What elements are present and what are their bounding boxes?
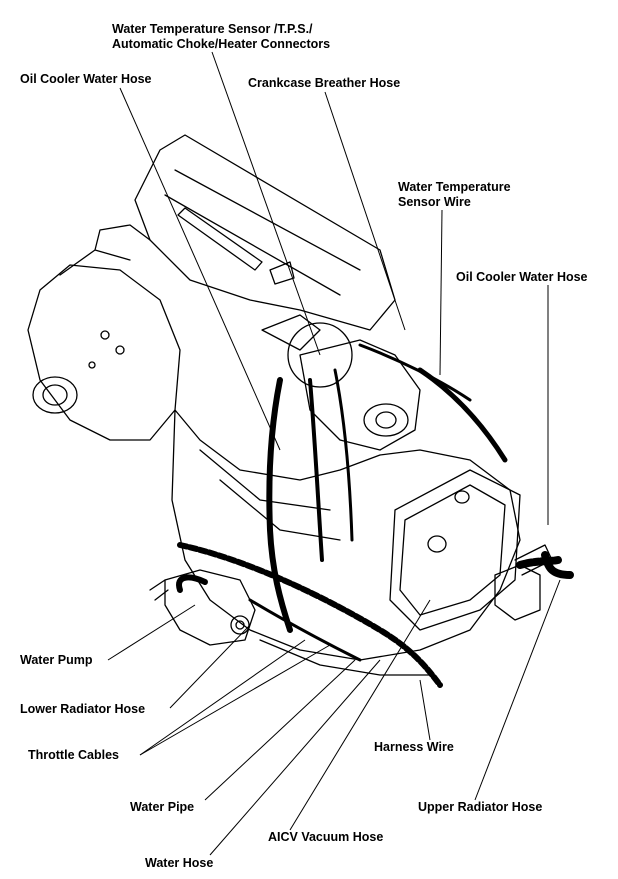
leader-oil-cooler-left — [119, 87, 281, 451]
leader-lower-radiator — [169, 624, 251, 709]
label-water-pump: Water Pump — [20, 653, 93, 667]
stator-cover — [27, 264, 181, 441]
label-water-temp-sensor-tps-line1: Water Temperature Sensor /T.P.S./ — [112, 22, 313, 36]
label-water-pipe: Water Pipe — [130, 800, 195, 814]
stator-cover-boss — [32, 376, 78, 414]
engine-block — [171, 409, 521, 661]
label-water-temp-sensor-wire-line1: Water Temperature — [398, 180, 511, 194]
label-aicv-vacuum-hose: AICV Vacuum Hose — [268, 830, 384, 844]
airbox-housing — [134, 134, 396, 331]
leader-water-pipe — [204, 659, 356, 801]
label-harness-wire: Harness Wire — [374, 740, 454, 754]
water-pump-housing — [164, 569, 256, 646]
airbox-slot — [177, 207, 263, 271]
leader-water-temp-wire — [439, 209, 443, 376]
leader-water-pump — [107, 604, 196, 661]
label-oil-cooler-water-hose-right: Oil Cooler Water Hose — [456, 270, 588, 284]
airbox-tab — [269, 261, 295, 285]
leader-throttle-cables-a — [139, 639, 306, 756]
leader-aicv-vacuum — [289, 599, 431, 831]
label-water-temp-sensor-wire: Water Temperature Sensor Wire — [398, 180, 511, 210]
leader-crankcase-breather — [324, 91, 406, 331]
leader-water-hose — [209, 659, 381, 856]
label-throttle-cables: Throttle Cables — [28, 748, 119, 762]
valve-cover — [389, 469, 521, 631]
airbox-top-ridge — [164, 169, 361, 296]
label-lower-radiator-hose: Lower Radiator Hose — [20, 702, 146, 716]
label-water-temp-sensor-tps-line2: Automatic Choke/Heater Connectors — [112, 37, 331, 51]
carburetor — [299, 339, 421, 451]
leader-throttle-cables-b — [139, 644, 331, 756]
radiator-outlet — [494, 564, 541, 621]
label-upper-radiator-hose: Upper Radiator Hose — [418, 800, 543, 814]
leader-water-temp-tps — [211, 51, 321, 356]
harness-wire-body — [177, 542, 443, 688]
label-water-hose: Water Hose — [145, 856, 214, 870]
label-water-temp-sensor-wire-line2: Sensor Wire — [398, 195, 471, 209]
leader-harness-wire — [419, 679, 431, 741]
label-crankcase-breather-hose: Crankcase Breather Hose — [248, 76, 401, 90]
leader-upper-radiator — [474, 579, 561, 801]
connector-circle — [287, 322, 353, 388]
label-water-temp-sensor-tps: Water Temperature Sensor /T.P.S./ Automa… — [112, 22, 330, 52]
oil-cooler-hose-left-body — [266, 377, 293, 633]
oil-cooler-hose-right-body — [417, 367, 508, 463]
label-oil-cooler-water-hose-left: Oil Cooler Water Hose — [20, 72, 152, 86]
